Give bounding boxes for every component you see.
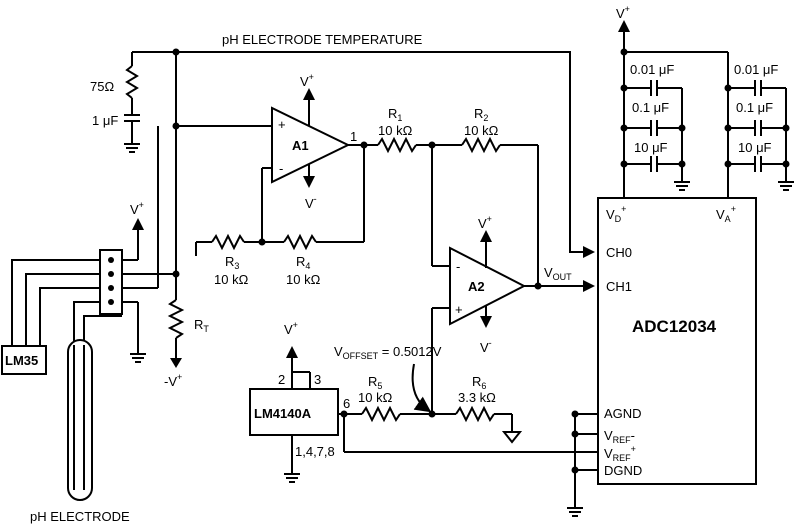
- svg-text:-: -: [279, 161, 283, 176]
- c-10-vd: 10 μF: [634, 140, 668, 155]
- r4-name: R4: [296, 254, 310, 271]
- op-amp-a1: A1 + - 1 V+ V-: [172, 72, 357, 246]
- a2-vplus: V+: [478, 214, 492, 231]
- voffset-label: VOFFSET = 0.5012V: [334, 344, 442, 361]
- r6-name: R6: [472, 374, 486, 391]
- adc-ch1: CH1: [606, 279, 632, 294]
- adc-ch0: CH0: [606, 245, 632, 260]
- r2-value: 10 kΩ: [464, 123, 499, 138]
- r5-name: R5: [368, 374, 382, 391]
- sensor-connector: V+: [11, 126, 176, 363]
- r1-name: R1: [388, 106, 402, 123]
- top-vplus: V+: [616, 4, 630, 21]
- pin2-label: 2: [278, 372, 285, 387]
- adc-label: ADC12034: [632, 317, 717, 336]
- vout-label: VOUT: [544, 265, 572, 282]
- a1-label: A1: [292, 138, 309, 153]
- c-1uf-label: 1 μF: [92, 113, 118, 128]
- a2-label: A2: [468, 279, 485, 294]
- r-75-label: 75Ω: [90, 79, 114, 94]
- a1-vminus: V-: [305, 194, 317, 211]
- c-001-vd: 0.01 μF: [630, 62, 674, 77]
- temperature-line-label: pH ELECTRODE TEMPERATURE: [222, 32, 423, 47]
- r5-value: 10 kΩ: [358, 390, 393, 405]
- pin6-label: 6: [343, 396, 350, 411]
- conn-vplus: V+: [130, 200, 144, 217]
- r3-value: 10 kΩ: [214, 272, 249, 287]
- lm4140-vplus: V+: [284, 320, 298, 337]
- svg-text:-: -: [456, 259, 460, 274]
- rt-network: RT -V+: [164, 52, 209, 389]
- r3-name: R3: [225, 254, 239, 271]
- svg-text:+: +: [455, 302, 463, 317]
- temperature-sense-line: pH ELECTRODE TEMPERATURE: [132, 32, 595, 258]
- a1-vplus: V+: [300, 72, 314, 89]
- r4-value: 10 kΩ: [286, 272, 321, 287]
- decoupling-vd: V+ 0.01 μF 0.1 μF 10 μF: [616, 4, 728, 198]
- adc-dgnd: DGND: [604, 463, 642, 478]
- r1-value: 10 kΩ: [378, 123, 413, 138]
- r6-value: 3.3 kΩ: [458, 390, 496, 405]
- decoupling-va: 0.01 μF 0.1 μF 10 μF: [724, 52, 794, 198]
- c-01-vd: 0.1 μF: [632, 100, 669, 115]
- ph-electrode-label: pH ELECTRODE: [30, 509, 130, 524]
- r1-r2-network: R1 10 kΩ R2 10 kΩ: [348, 106, 539, 286]
- pin3-label: 3: [314, 372, 321, 387]
- neg-v-label-rt: -V+: [164, 372, 182, 389]
- lm35-sensor: LM35: [1, 345, 47, 375]
- lm4140a-label: LM4140A: [254, 406, 312, 421]
- rt-label: RT: [194, 317, 209, 334]
- c-10-va: 10 μF: [738, 140, 772, 155]
- svg-text:+: +: [278, 117, 286, 132]
- a1-pin1-label: 1: [350, 129, 357, 144]
- ph-electrode: pH ELECTRODE: [30, 339, 130, 524]
- adc-agnd: AGND: [604, 406, 642, 421]
- rc-filter: 75Ω 1 μF: [90, 52, 140, 153]
- a2-vminus: V-: [480, 338, 492, 355]
- c-001-va: 0.01 μF: [734, 62, 778, 77]
- lm35-label: LM35: [5, 353, 38, 368]
- c-01-va: 0.1 μF: [736, 100, 773, 115]
- pin-gnd-label: 1,4,7,8: [295, 444, 335, 459]
- adc12034: ADC12034 CH0 CH1 VD+ VA+ AGND VREF- VREF…: [567, 197, 757, 517]
- r2-name: R2: [474, 106, 488, 123]
- r5-r6-network: R5 10 kΩ R6 3.3 kΩ: [338, 374, 598, 453]
